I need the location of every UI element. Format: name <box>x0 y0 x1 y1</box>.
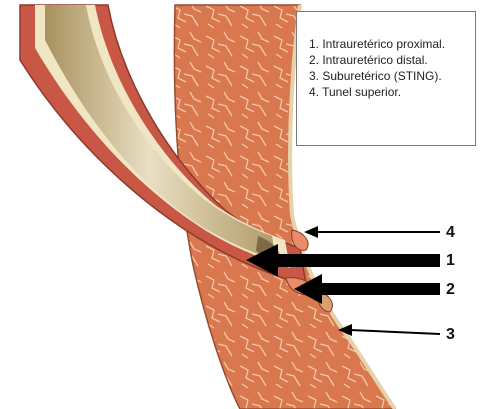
legend-box: 1. Intrauretérico proximal. 2. Intrauret… <box>296 11 476 146</box>
callout-1: 1 <box>446 253 455 269</box>
callout-2: 2 <box>446 282 455 298</box>
legend-item-4: 4. Tunel superior. <box>309 84 475 100</box>
arrow-2 <box>294 274 440 304</box>
legend-item-1: 1. Intrauretérico proximal. <box>309 36 475 52</box>
arrow-1 <box>246 244 440 277</box>
callout-4: 4 <box>446 225 455 241</box>
legend-item-3: 3. Suburetérico (STING). <box>309 68 475 84</box>
callout-3: 3 <box>446 327 455 343</box>
legend-item-2: 2. Intrauretérico distal. <box>309 52 475 68</box>
arrow-3 <box>338 324 440 336</box>
arrow-4 <box>304 226 440 238</box>
